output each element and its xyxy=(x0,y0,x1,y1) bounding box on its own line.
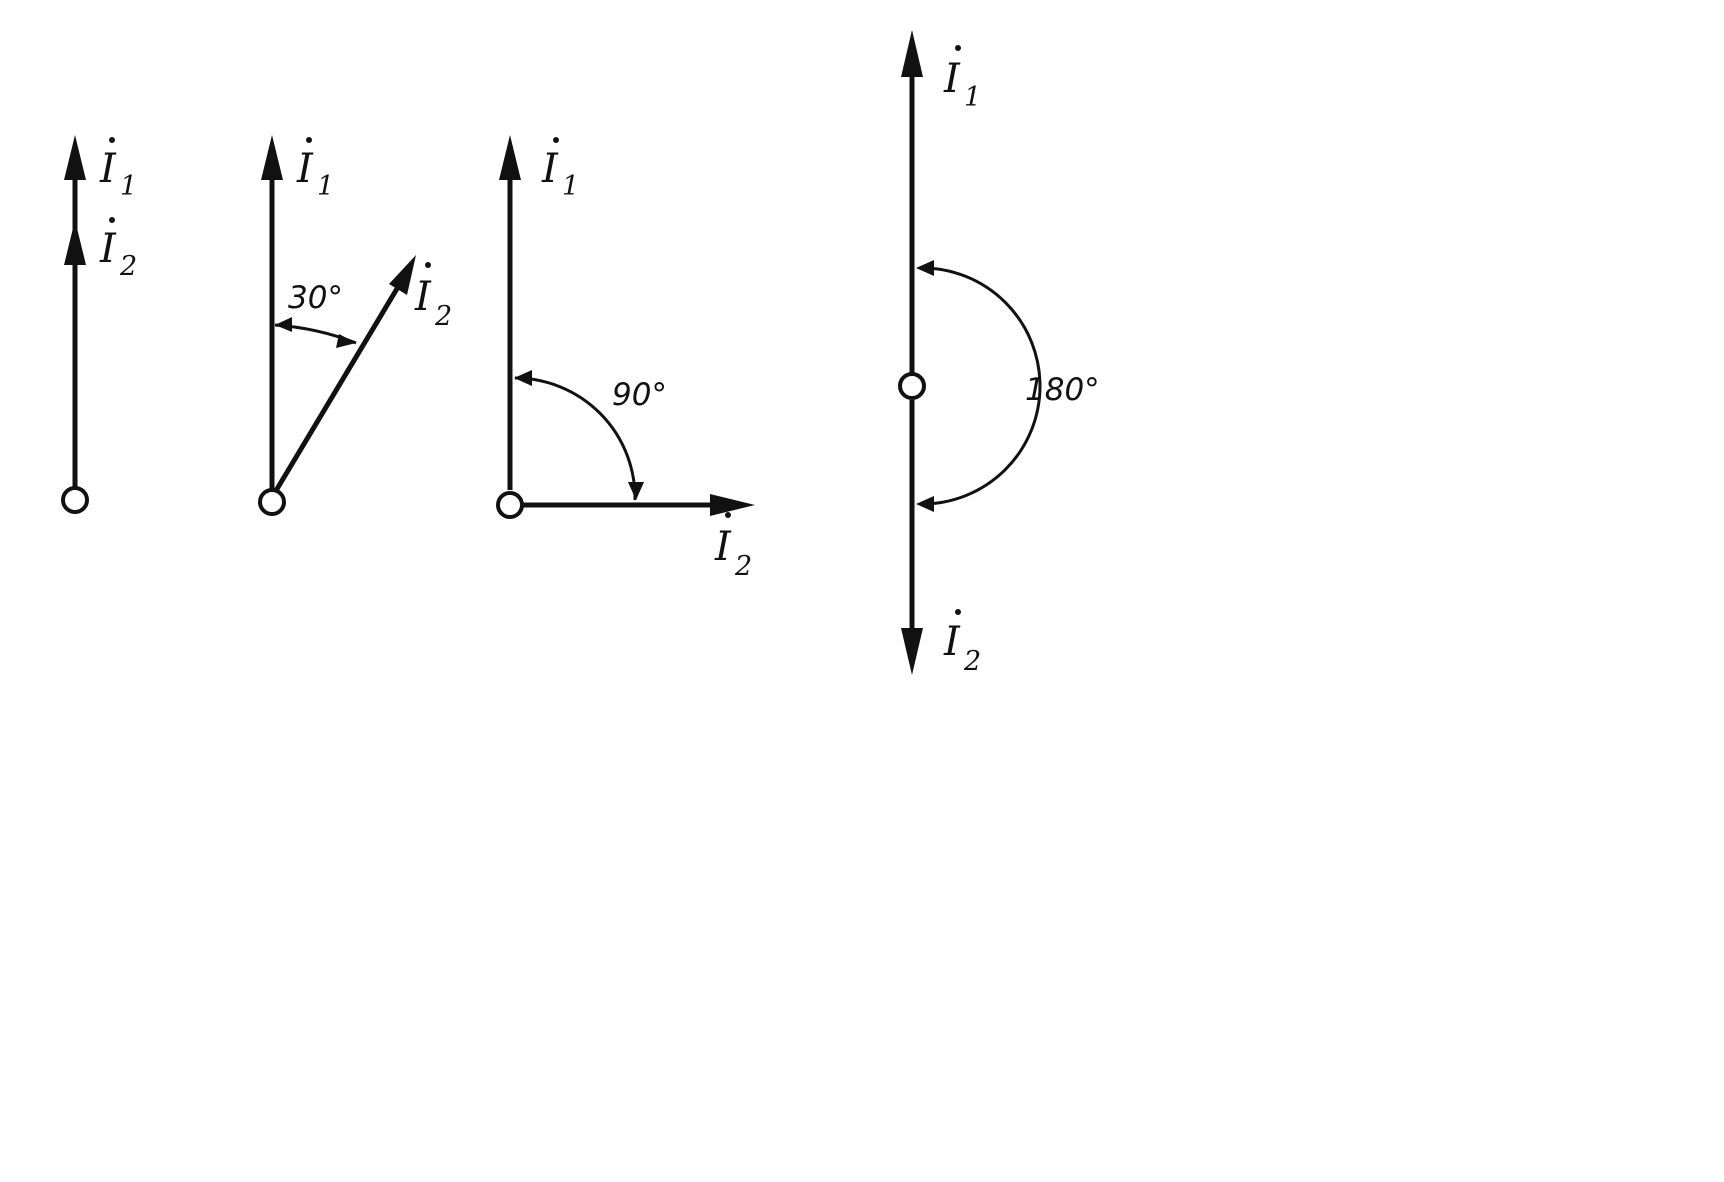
angle-label: 180° xyxy=(1025,372,1100,408)
vector-i2-arrowhead xyxy=(64,220,86,265)
angle-label: 30° xyxy=(288,280,343,316)
svg-text:1: 1 xyxy=(964,82,981,113)
dot-accent xyxy=(725,512,731,518)
dot-accent xyxy=(425,262,431,268)
vector-i2-arrowhead xyxy=(389,255,416,295)
vector-i1-arrowhead xyxy=(261,135,283,180)
origin-point xyxy=(898,372,926,400)
vector-i1-arrowhead xyxy=(64,135,86,180)
dot-accent xyxy=(306,137,312,143)
diagram-in-phase: I 1 I 2 xyxy=(61,135,137,514)
svg-text:1: 1 xyxy=(120,171,137,202)
origin-point xyxy=(258,488,286,516)
diagram-thirty-degrees: 30° I 1 I 2 xyxy=(258,135,452,516)
arc-arrowhead-end xyxy=(628,482,644,500)
label-i2: I 2 xyxy=(714,512,752,582)
svg-text:I: I xyxy=(414,274,432,320)
dot-accent xyxy=(955,45,961,51)
angle-arc xyxy=(921,266,1042,506)
svg-text:I: I xyxy=(943,56,961,102)
label-i1: I 1 xyxy=(296,137,334,202)
arc-arrowhead-start xyxy=(514,370,532,386)
dot-accent xyxy=(109,217,115,223)
vector-i2-arrowhead xyxy=(901,628,923,675)
label-i2: I 2 xyxy=(414,262,452,332)
svg-text:2: 2 xyxy=(119,251,137,282)
dot-accent xyxy=(553,137,559,143)
arc-arrowhead-end xyxy=(336,334,356,348)
vector-i2-shaft xyxy=(271,285,401,496)
diagram-ninety-degrees: 90° I 1 I 2 xyxy=(496,135,755,582)
svg-text:1: 1 xyxy=(562,171,579,202)
angle-arc xyxy=(514,376,637,501)
svg-text:I: I xyxy=(714,524,732,570)
arc-arrowhead-start xyxy=(916,260,934,276)
arc-arrowhead-end xyxy=(916,496,934,512)
angle-label: 90° xyxy=(612,377,667,413)
label-i2: I 2 xyxy=(943,609,981,677)
vector-i1-arrowhead xyxy=(499,135,521,180)
label-i1: I 1 xyxy=(99,137,137,202)
label-i1: I 1 xyxy=(943,45,981,113)
vector-i1-arrowhead xyxy=(901,30,923,77)
svg-text:I: I xyxy=(99,226,117,272)
label-i1: I 1 xyxy=(541,137,579,202)
svg-text:I: I xyxy=(943,619,961,665)
dot-accent xyxy=(109,137,115,143)
dot-accent xyxy=(955,609,961,615)
svg-text:2: 2 xyxy=(734,551,752,582)
svg-text:I: I xyxy=(99,146,117,192)
svg-text:I: I xyxy=(541,146,559,192)
svg-text:2: 2 xyxy=(434,301,452,332)
vector-i2-arrowhead xyxy=(710,494,755,516)
label-i2: I 2 xyxy=(99,217,137,282)
origin-point xyxy=(496,491,524,519)
diagram-one-eighty-degrees: 180° I 1 I 2 xyxy=(898,30,1100,677)
svg-text:2: 2 xyxy=(963,646,981,677)
svg-text:I: I xyxy=(296,146,314,192)
arc-arrowhead-start xyxy=(275,317,292,332)
origin-point xyxy=(61,486,89,514)
svg-text:1: 1 xyxy=(317,171,334,202)
